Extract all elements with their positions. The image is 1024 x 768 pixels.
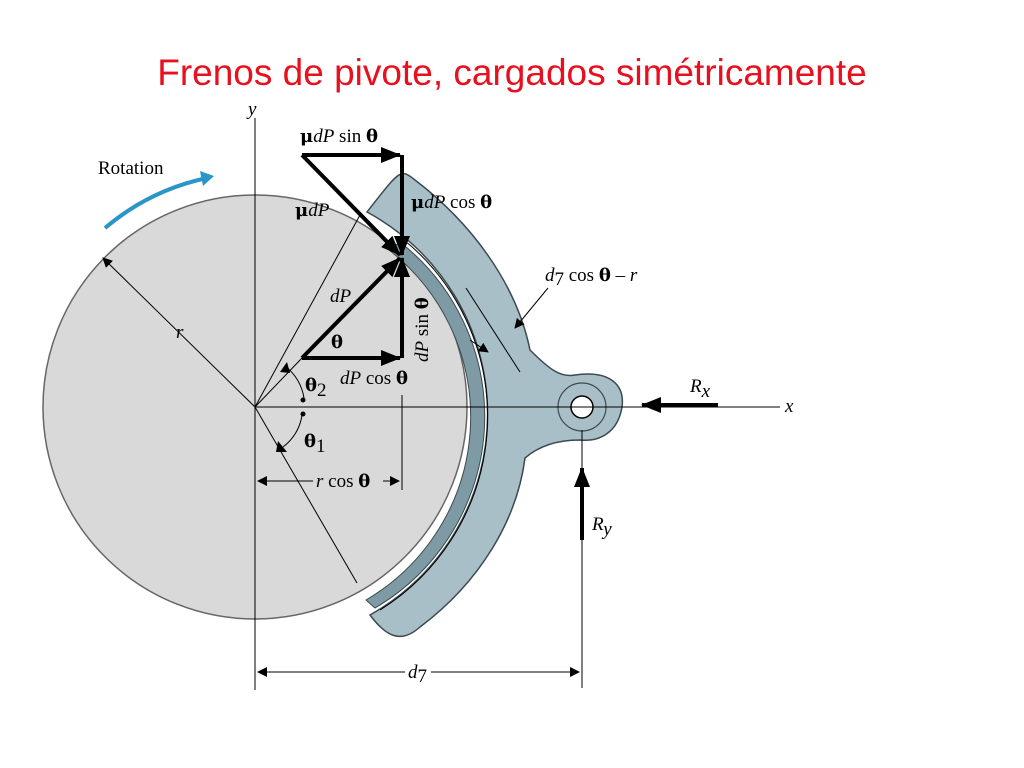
rotation-label: Rotation [98, 158, 164, 179]
y-axis-label: y [246, 99, 257, 120]
rx-label: Rx [689, 376, 711, 402]
mu-dp-label: μdP [295, 200, 330, 221]
offset-guide-line [465, 287, 521, 373]
theta-label: θ [331, 332, 343, 353]
theta2-arc-head [280, 362, 290, 373]
radius-label: r [176, 322, 184, 343]
dp-vector [300, 256, 402, 360]
page-title: Frenos de pivote, cargados simétricament… [157, 52, 867, 93]
theta1-arc-head [276, 441, 287, 452]
mu-dp-sin-label: μdP sin θ [300, 126, 378, 147]
d7-label: d7 [408, 662, 427, 687]
theta1-dot [300, 411, 306, 417]
brake-lining [365, 241, 486, 609]
mu-dp-cos-label: μdP cos θ [411, 192, 492, 213]
theta2-label: θ2 [305, 375, 327, 401]
force-radial-line [254, 357, 303, 408]
theta1-ray [254, 406, 358, 584]
d7cos-leader [514, 287, 549, 329]
radius-line [102, 257, 256, 408]
d7cos-small-arrow [469, 339, 489, 353]
theta2-dot [300, 397, 306, 403]
rotation-arrow [103, 176, 208, 230]
x-axis-label: x [784, 396, 794, 417]
rotation-arrow-head [200, 171, 214, 186]
ry-label: Ry [591, 514, 612, 540]
dp-sin-label: dP sin θ [412, 297, 433, 362]
rcos-label: r cos θ [316, 471, 370, 492]
d7-label-bg [405, 660, 431, 684]
rcos-label-bg [313, 468, 383, 492]
theta1-label: θ1 [304, 431, 326, 457]
dp-cos-label: dP cos θ [340, 368, 408, 389]
d7cos-label: d7 cos θ – r [545, 265, 638, 290]
lining-inner-line [379, 239, 489, 611]
theta1-arc [282, 414, 303, 448]
mu-dp-vector [300, 153, 402, 257]
theta2-ray [254, 214, 361, 408]
dp-label: dP [330, 286, 352, 307]
